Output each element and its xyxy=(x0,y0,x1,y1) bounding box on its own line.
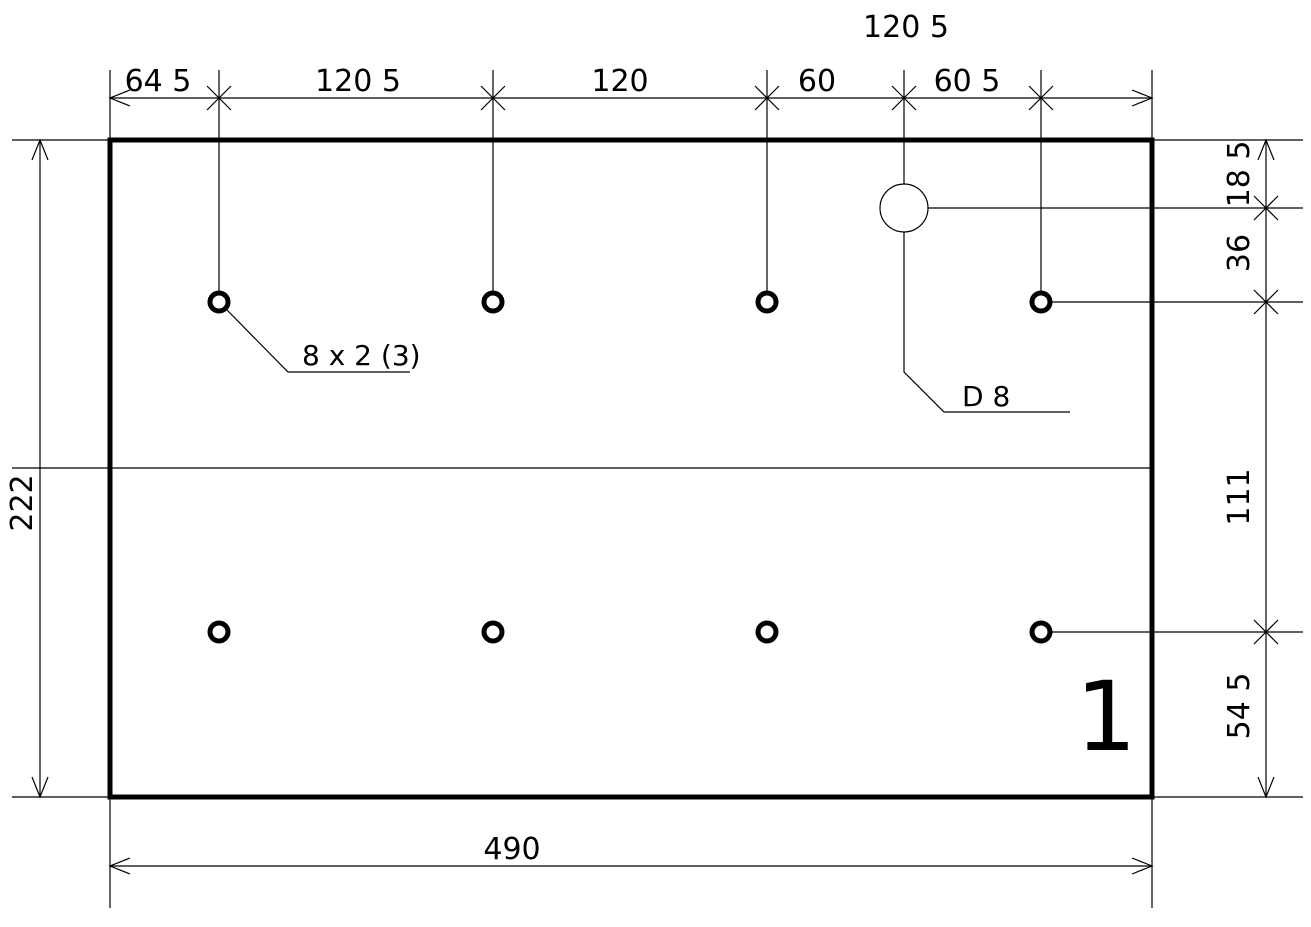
dim-right-2: 111 xyxy=(1222,468,1257,525)
dim-top-4: 60 5 xyxy=(934,64,1001,99)
small-hole-callout: 8 x 2 (3) xyxy=(226,309,421,373)
large-hole-leader xyxy=(903,232,1070,413)
small-hole xyxy=(755,620,779,644)
small-holes xyxy=(207,290,1053,644)
large-hole-label: D 8 xyxy=(962,380,1010,413)
small-hole xyxy=(481,620,505,644)
small-hole xyxy=(1029,620,1053,644)
top-ticks xyxy=(206,85,1054,111)
dim-bottom-total: 490 xyxy=(483,832,540,867)
small-hole-label: 8 x 2 (3) xyxy=(302,339,421,372)
dim-right-0: 18 5 xyxy=(1222,141,1257,208)
small-hole-leader xyxy=(226,309,410,373)
small-hole xyxy=(207,620,231,644)
large-hole-group: D 8 xyxy=(879,183,1070,413)
dim-top-2: 120 xyxy=(591,64,648,99)
dim-top-extra: 120 5 xyxy=(863,10,949,45)
small-hole xyxy=(481,290,505,314)
dim-top-1: 120 5 xyxy=(315,64,401,99)
large-hole xyxy=(879,183,929,233)
dim-right-1: 36 xyxy=(1222,234,1257,272)
small-hole xyxy=(207,290,231,314)
dim-top-3: 60 xyxy=(798,64,836,99)
dim-right-3: 54 5 xyxy=(1222,673,1257,740)
top-dimension-chain: 64 5 120 5 120 60 60 5 120 5 xyxy=(108,10,1154,302)
dim-left-total: 222 xyxy=(5,474,40,531)
part-number: 1 xyxy=(1075,661,1136,773)
bottom-dimension: 490 xyxy=(108,797,1154,908)
right-dimension-chain: 18 5 36 111 54 5 xyxy=(928,138,1303,799)
small-hole xyxy=(755,290,779,314)
dim-top-0: 64 5 xyxy=(125,64,192,99)
small-hole xyxy=(1029,290,1053,314)
left-dimension: 222 xyxy=(5,138,110,799)
